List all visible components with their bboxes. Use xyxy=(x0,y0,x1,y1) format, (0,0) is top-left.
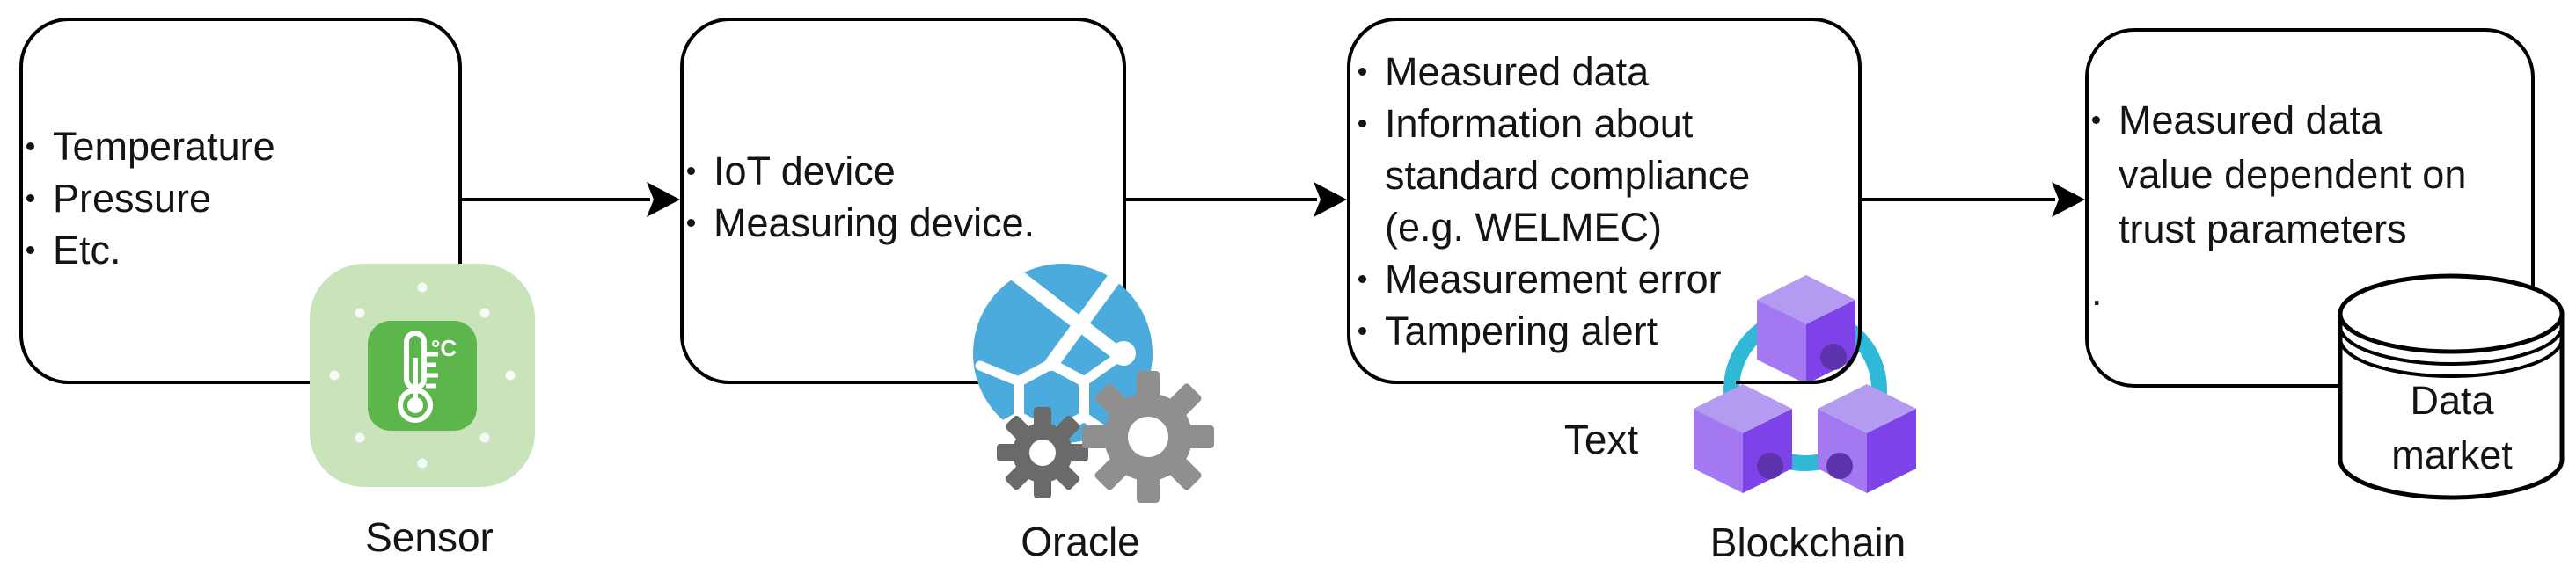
data-market-label: Data market xyxy=(2391,378,2513,477)
list-item: Temperature xyxy=(25,120,438,172)
blockchain-cubes-icon xyxy=(1694,275,1916,493)
list-item: Measured data value dependent on trust p… xyxy=(2090,93,2477,257)
large-gear-icon xyxy=(1082,371,1214,503)
blockchain-bullet-list: Measured data Information about standard… xyxy=(1357,46,1836,357)
sensor-stage-label: Sensor xyxy=(365,514,494,560)
list-item: Measurement error xyxy=(1357,253,1836,305)
celsius-unit-text: °C xyxy=(431,335,457,361)
thermometer-glyph: °C xyxy=(398,331,457,423)
text-placeholder-label: Text xyxy=(1563,417,1639,462)
cube-right xyxy=(1818,384,1916,493)
cube-top xyxy=(1757,275,1855,384)
blockchain-stage-label: Blockchain xyxy=(1709,520,1906,565)
flow-arrow-oracle-to-blockchain xyxy=(1126,182,1347,217)
list-item: Tampering alert xyxy=(1357,305,1836,357)
stray-period-text: . xyxy=(2091,269,2103,314)
cube-left xyxy=(1694,384,1792,493)
list-item: Measuring device. xyxy=(685,197,1108,249)
oracle-stage-label: Oracle xyxy=(1021,519,1140,564)
oracle-bullet-list: IoT device Measuring device. xyxy=(685,145,1108,249)
list-item: Information about standard compliance (e… xyxy=(1357,98,1836,253)
data-market-bullet-list: Measured data value dependent on trust p… xyxy=(2090,93,2477,257)
small-gear-icon xyxy=(997,407,1088,498)
blockchain-box-corner-overlay xyxy=(1736,249,1862,384)
flow-arrow-sensor-to-oracle xyxy=(462,182,680,217)
data-market-database-icon xyxy=(2338,273,2565,500)
list-item: Pressure xyxy=(25,172,438,224)
sensor-icon-dots xyxy=(329,282,516,469)
oracle-network-globe-icon xyxy=(973,264,1214,503)
list-item: IoT device xyxy=(685,145,1108,197)
list-item: Measured data xyxy=(1357,46,1836,98)
flow-arrow-blockchain-to-market xyxy=(1862,182,2085,217)
sensor-bullet-list: Temperature Pressure Etc. xyxy=(25,120,438,276)
sensor-thermometer-icon: °C xyxy=(310,264,535,487)
list-item: Etc. xyxy=(25,224,438,276)
